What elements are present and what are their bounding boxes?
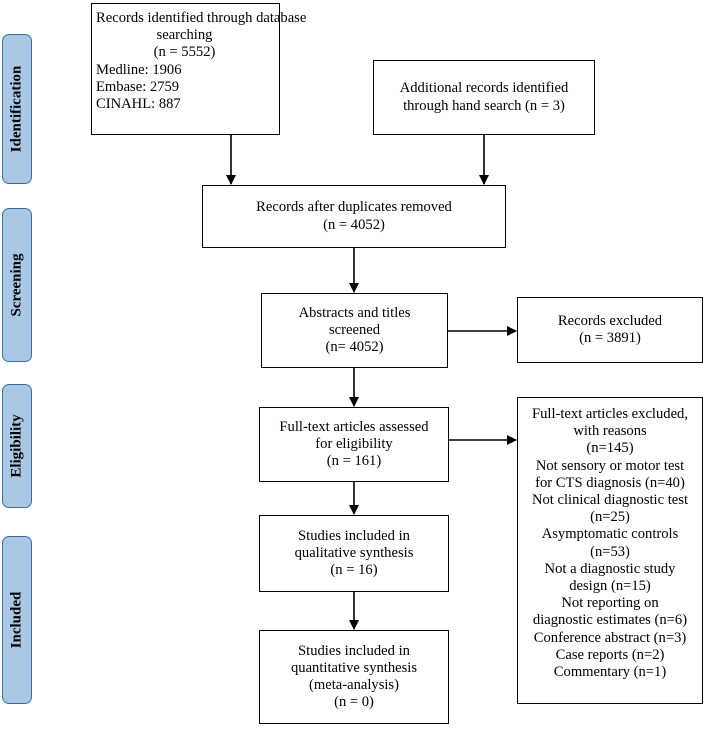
stage-screening: Screening: [2, 208, 32, 362]
database-search-line2: searching: [156, 27, 213, 44]
excluded-reason-line: Full-text articles excluded,: [531, 406, 689, 422]
excluded-reason-line: Not reporting on: [561, 595, 659, 612]
duplicates-removed-count: (n = 4052): [323, 216, 385, 233]
stage-identification: Identification: [2, 34, 32, 184]
abstracts-screened-count: (n= 4052): [325, 339, 384, 356]
records-excluded-box: Records excluded (n = 3891): [517, 297, 703, 363]
fulltext-assessed-line2: for eligibility: [315, 435, 393, 452]
database-search-line1: Records identified through database: [96, 10, 307, 26]
fulltext-assessed-box: Full-text articles assessed for eligibil…: [259, 407, 449, 482]
excluded-reason-line: diagnostic estimates (n=6): [532, 612, 688, 629]
stage-included: Included: [2, 536, 32, 704]
stage-eligibility: Eligibility: [2, 384, 32, 508]
excluded-reason-line: Not sensory or motor test: [535, 457, 685, 474]
hand-search-line1: Additional records identified: [399, 80, 569, 97]
database-search-count: (n = 5552): [153, 44, 216, 61]
excluded-reason-line: design (n=15): [569, 578, 651, 595]
excluded-reason-line: Asymptomatic controls: [541, 526, 679, 543]
excluded-reason-line: (n=53): [590, 543, 630, 560]
abstracts-screened-line1: Abstracts and titles: [298, 304, 411, 321]
qualitative-line1: Studies included in: [298, 527, 410, 544]
excluded-reason-line: Conference abstract (n=3): [533, 629, 687, 646]
quantitative-count: (n = 0): [334, 694, 374, 711]
abstracts-screened-box: Abstracts and titles screened (n= 4052): [261, 293, 448, 368]
duplicates-removed-box: Records after duplicates removed (n = 40…: [202, 185, 506, 248]
qualitative-synthesis-box: Studies included in qualitative synthesi…: [259, 515, 449, 592]
quantitative-line1: Studies included in: [298, 642, 410, 659]
excluded-reason-line: with reasons: [573, 423, 647, 440]
excluded-reason-line: Not clinical diagnostic test: [531, 492, 689, 509]
excluded-reason-line: Not a diagnostic study: [544, 560, 676, 577]
fulltext-assessed-line1: Full-text articles assessed: [279, 418, 429, 435]
hand-search-box: Additional records identified through ha…: [373, 60, 595, 135]
quantitative-synthesis-box: Studies included in quantitative synthes…: [259, 630, 449, 724]
fulltext-assessed-count: (n = 161): [326, 453, 382, 470]
excluded-reason-line: Case reports (n=2): [555, 646, 665, 663]
excluded-reason-line: Commentary (n=1): [553, 664, 667, 681]
duplicates-removed-line1: Records after duplicates removed: [256, 199, 452, 216]
medline-count: Medline: 1906: [96, 61, 182, 78]
database-search-box: Records identified through database sear…: [91, 3, 307, 135]
abstracts-screened-line2: screened: [328, 321, 381, 338]
qualitative-line2: qualitative synthesis: [294, 544, 414, 561]
excluded-total-count: (n=145): [586, 440, 634, 457]
quantitative-line3: (meta-analysis): [309, 677, 399, 693]
cinahl-count: CINAHL: 887: [96, 96, 181, 113]
records-excluded-line1: Records excluded: [557, 312, 663, 329]
embase-count: Embase: 2759: [96, 78, 180, 95]
excluded-reason-line: (n=25): [590, 509, 630, 526]
excluded-reason-line: for CTS diagnosis (n=40): [535, 474, 685, 491]
quantitative-line2: quantitative synthesis: [290, 659, 418, 676]
qualitative-count: (n = 16): [330, 562, 378, 579]
records-excluded-count: (n = 3891): [579, 330, 641, 346]
fulltext-excluded-box: Full-text articles excluded, with reason…: [517, 397, 703, 704]
hand-search-line2: through hand search (n = 3): [403, 97, 565, 114]
